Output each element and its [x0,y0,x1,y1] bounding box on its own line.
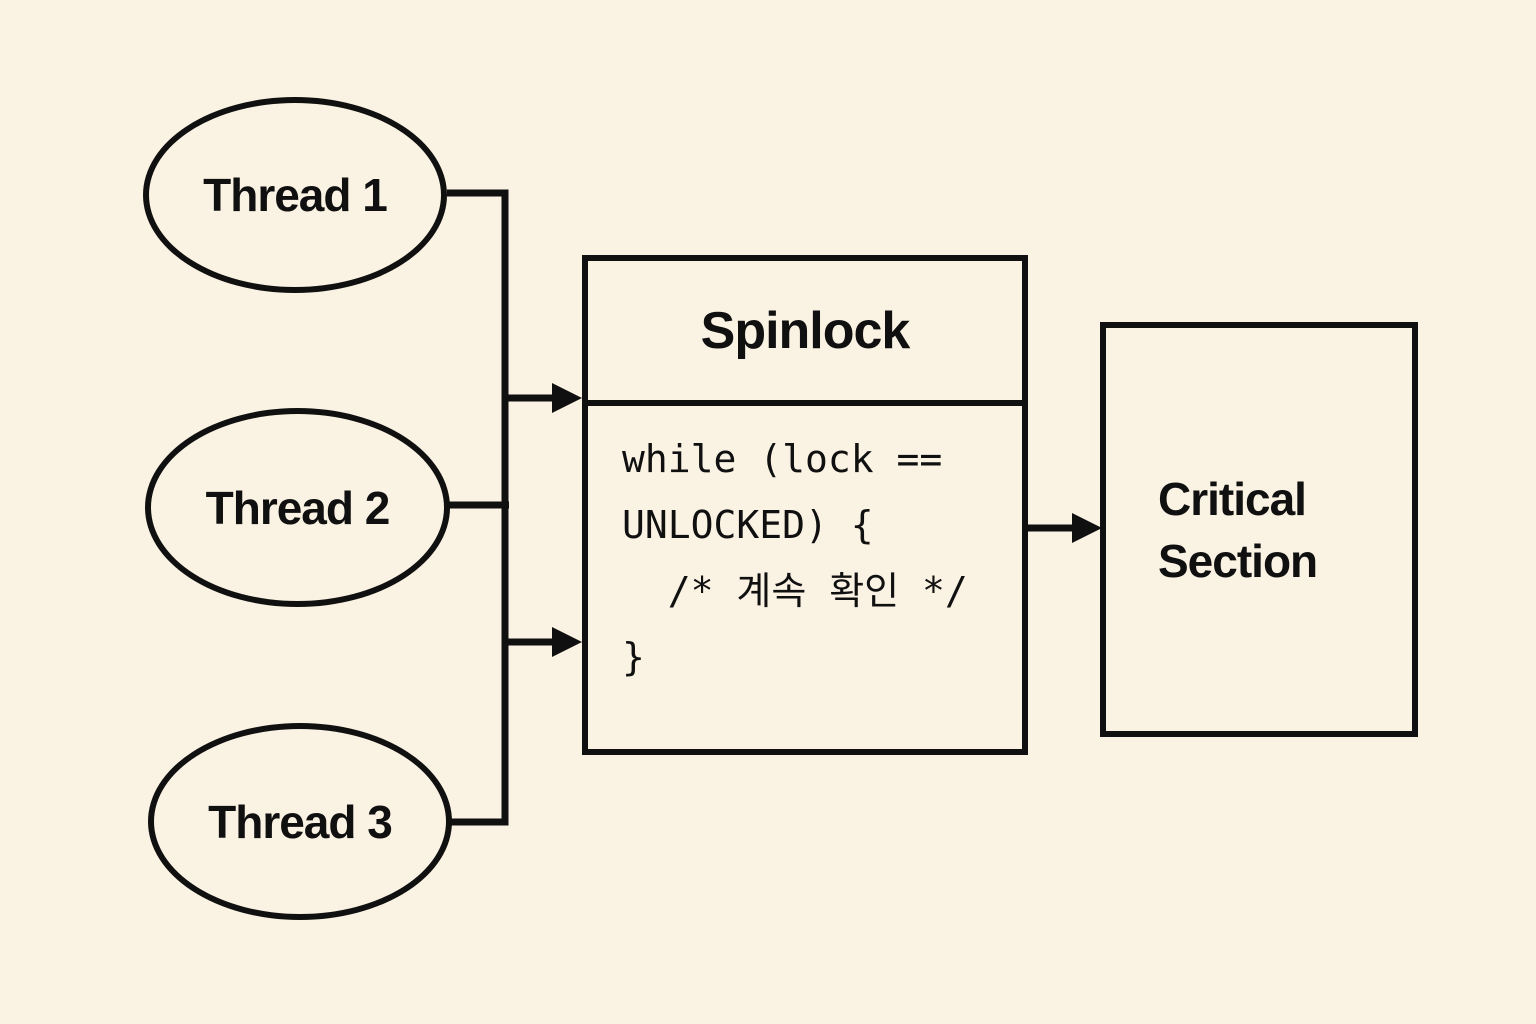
spinlock-header: Spinlock [588,261,1022,406]
thread-1-node: Thread 1 [143,97,447,293]
thread-2-node: Thread 2 [145,408,450,607]
thread-3-node: Thread 3 [148,723,452,920]
critical-section-node: Critical Section [1100,322,1418,737]
code-line-4: } [622,635,645,679]
thread-3-label: Thread 3 [208,795,393,848]
spinlock-title: Spinlock [700,301,911,360]
critical-section-label: Critical Section [1158,472,1318,587]
spinlock-arrow-2-head [552,627,582,657]
code-line-1: while (lock == [622,437,943,481]
thread-1-label: Thread 1 [203,169,388,221]
spinlock-code-block: while (lock == UNLOCKED) { /* 계속 확인 */ } [588,406,1022,749]
spinlock-node: Spinlock while (lock == UNLOCKED) { /* 계… [582,255,1028,755]
code-line-2: UNLOCKED) { [622,503,874,547]
code-line-3: /* 계속 확인 */ [622,569,968,613]
thread-2-label: Thread 2 [205,481,391,534]
critical-arrow-head [1072,513,1102,543]
spinlock-arrow-1-head [552,383,582,413]
